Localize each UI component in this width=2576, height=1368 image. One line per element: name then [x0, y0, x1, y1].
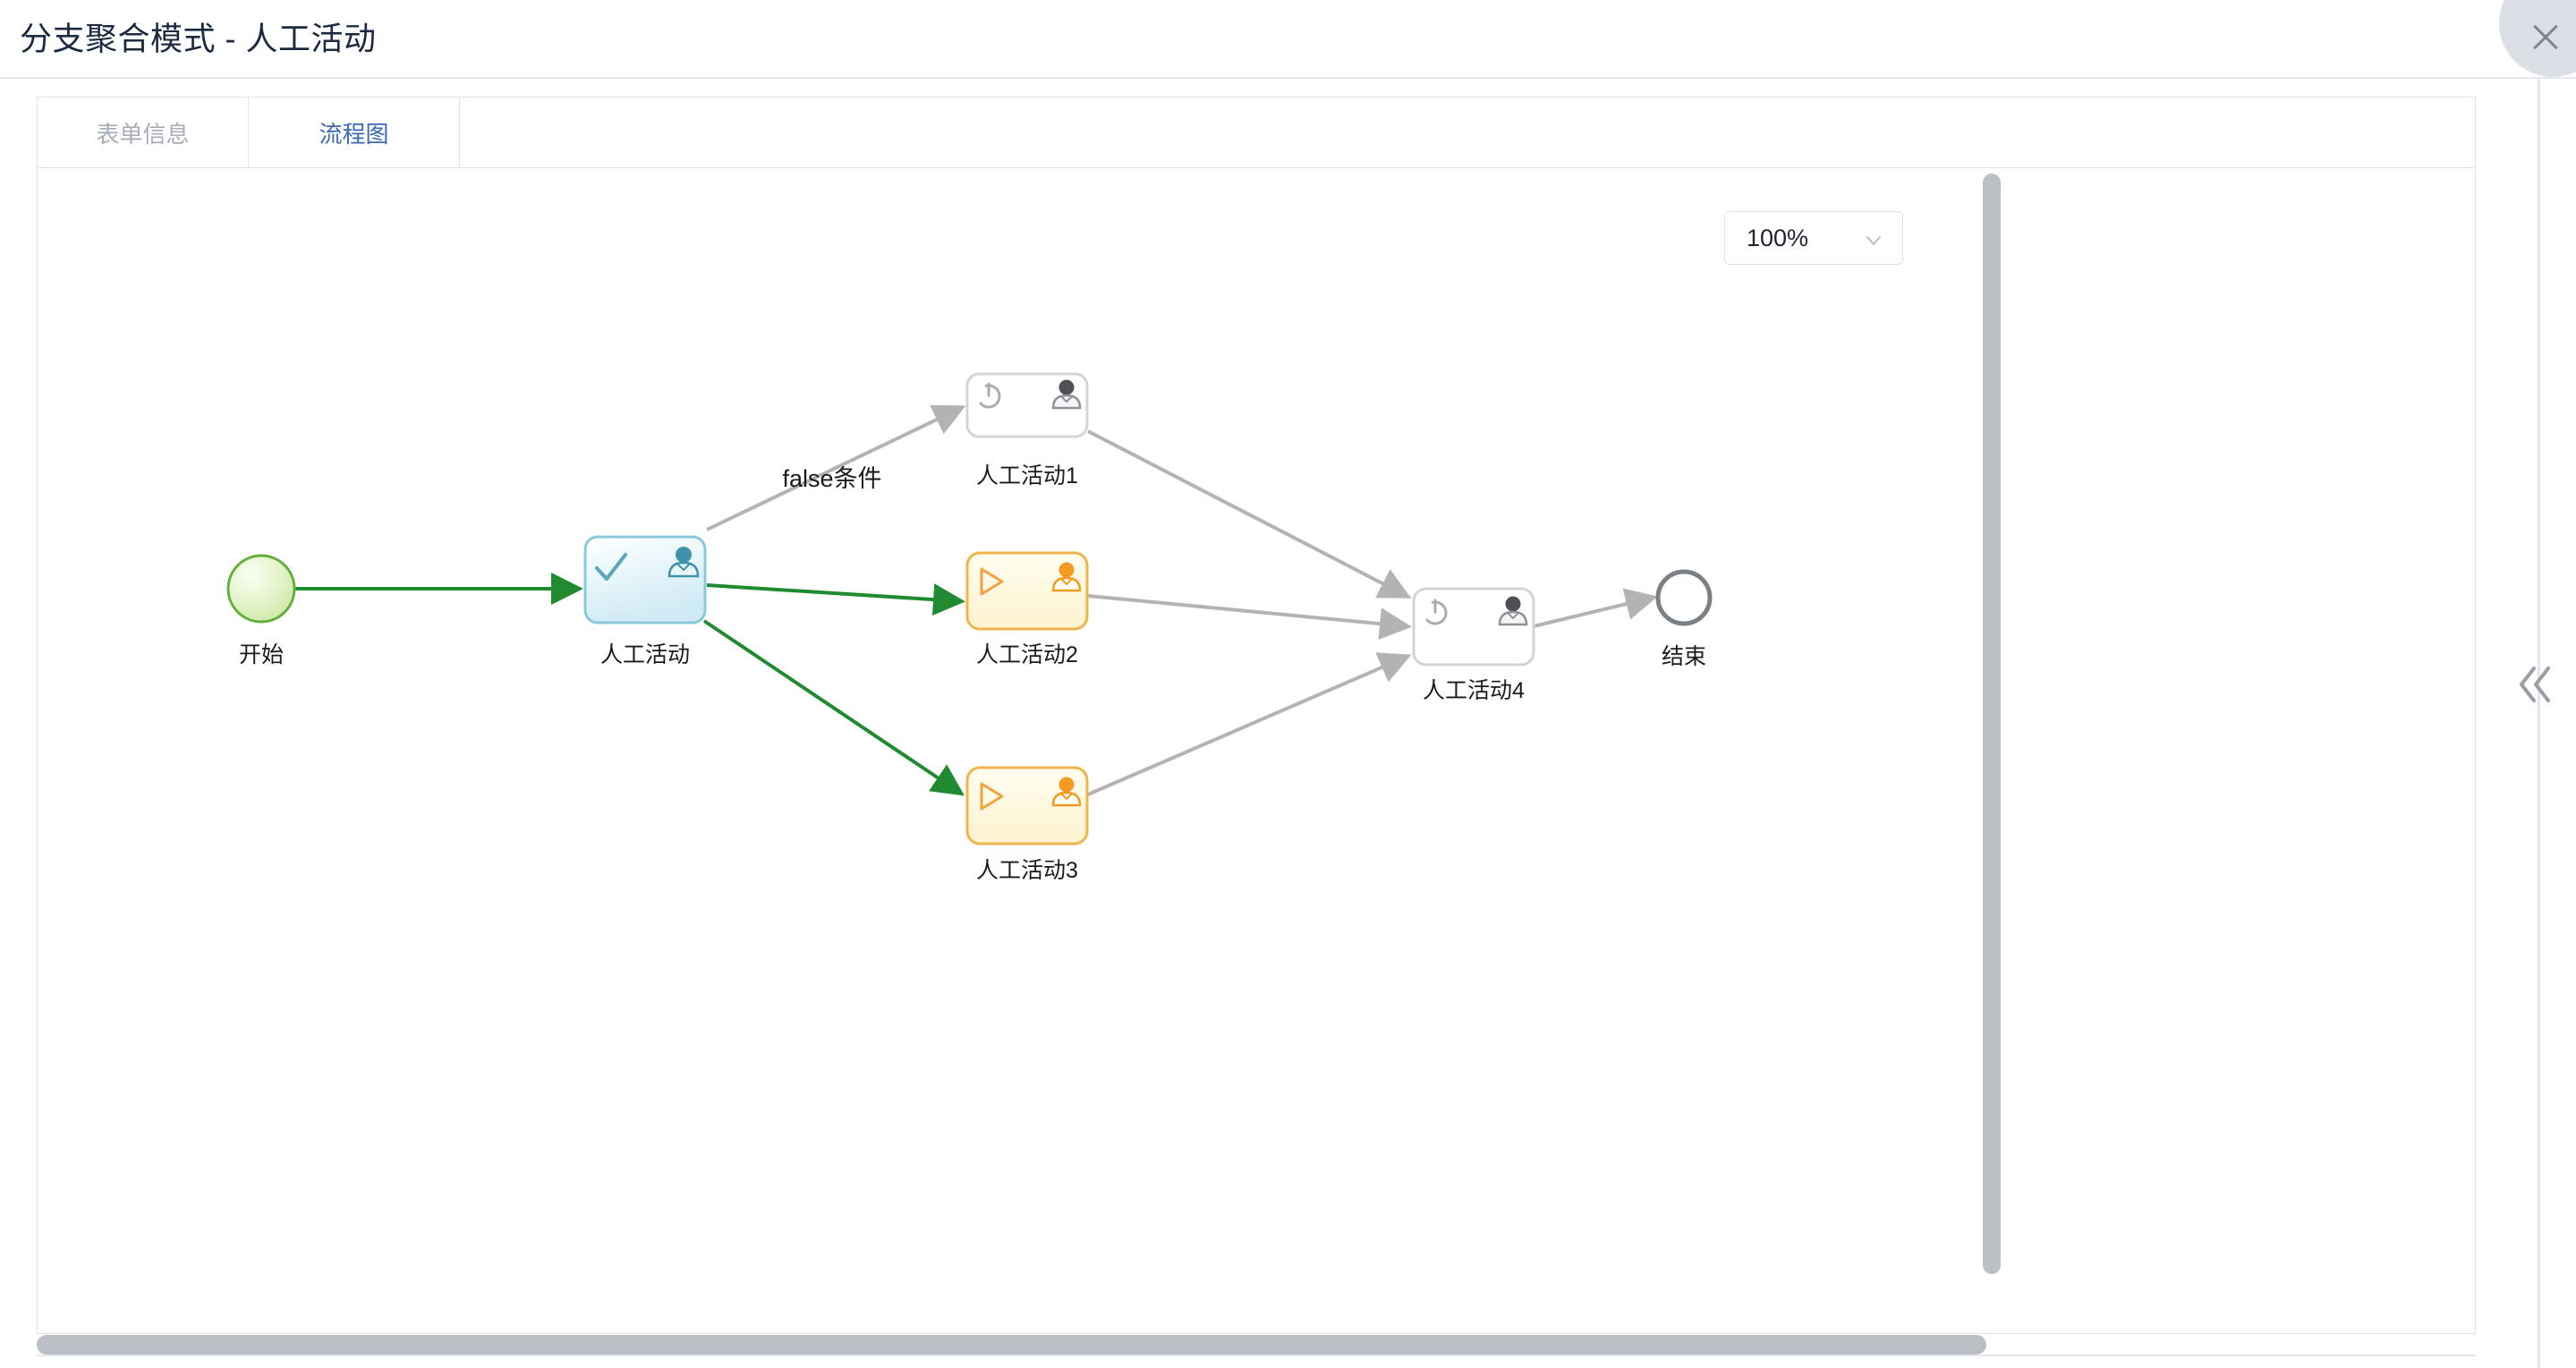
power-icon: [976, 382, 1001, 409]
node-start-label: 开始: [239, 642, 284, 667]
close-icon: [2529, 20, 2562, 52]
page-title: 分支聚合模式 - 人工活动: [20, 20, 377, 57]
node-task2[interactable]: 人工活动2: [965, 551, 1089, 667]
node-task2-label: 人工活动2: [976, 642, 1078, 667]
tab-bar: 表单信息 流程图: [37, 97, 2476, 168]
user-icon: [1498, 596, 1528, 626]
node-task1[interactable]: 人工活动1: [965, 372, 1089, 489]
node-start[interactable]: 开始: [226, 554, 296, 667]
node-task0-label: 人工活动: [600, 642, 690, 667]
chevron-down-icon: [1866, 236, 1881, 245]
vertical-scrollbar-thumb[interactable]: [1983, 174, 2001, 1274]
edge-task1-to-task4[interactable]: [1087, 429, 1412, 599]
node-end[interactable]: 结束: [1655, 569, 1713, 669]
check-icon: [595, 553, 627, 581]
power-icon: [1423, 599, 1448, 625]
node-task4[interactable]: 人工活动4: [1412, 587, 1535, 703]
horizontal-scrollbar-thumb[interactable]: [37, 1335, 1986, 1355]
user-icon: [667, 547, 700, 578]
zoom-level-select[interactable]: 100%: [1724, 211, 1903, 265]
edge-task0-to-task2[interactable]: [706, 583, 965, 616]
node-task0[interactable]: 人工活动: [583, 535, 707, 667]
node-end-label: 结束: [1662, 644, 1706, 669]
user-icon: [1051, 777, 1082, 807]
right-panel-divider: [2538, 79, 2540, 1368]
edge-task2-to-task4[interactable]: [1087, 594, 1412, 641]
edge-task3-to-task4[interactable]: [1087, 652, 1412, 796]
node-task3-label: 人工活动3: [976, 858, 1078, 883]
double-chevron-left-icon[interactable]: [2512, 658, 2559, 711]
bottom-divider: [37, 1355, 2476, 1356]
close-button[interactable]: [2499, 0, 2576, 77]
user-icon: [1051, 562, 1082, 592]
node-task3[interactable]: 人工活动3: [965, 766, 1089, 883]
edge-label-false-condition: false条件: [782, 465, 881, 492]
user-icon: [1051, 379, 1082, 410]
edge-task4-to-end[interactable]: [1533, 588, 1658, 628]
play-icon: [980, 782, 1004, 811]
edge-task0-to-task1[interactable]: [706, 404, 966, 531]
edge-layer: false条件: [295, 404, 1658, 796]
node-task4-label: 人工活动4: [1423, 678, 1525, 703]
play-icon: [980, 567, 1004, 596]
tab-label: 表单信息: [96, 120, 190, 148]
tab-bar-filler: [460, 98, 2475, 167]
zoom-level-value: 100%: [1747, 224, 1809, 251]
flowchart-canvas[interactable]: 100%: [37, 168, 2476, 1334]
tab-label: 流程图: [319, 120, 389, 148]
tab-flow-chart[interactable]: 流程图: [249, 98, 460, 167]
tab-form-info[interactable]: 表单信息: [38, 98, 249, 167]
workflow-diagram: false条件 开始 人工活动: [226, 372, 1713, 883]
dialog-titlebar: 分支聚合模式 - 人工活动: [0, 0, 2576, 79]
edge-task0-to-task3[interactable]: [702, 619, 965, 796]
node-task1-label: 人工活动1: [976, 463, 1078, 489]
